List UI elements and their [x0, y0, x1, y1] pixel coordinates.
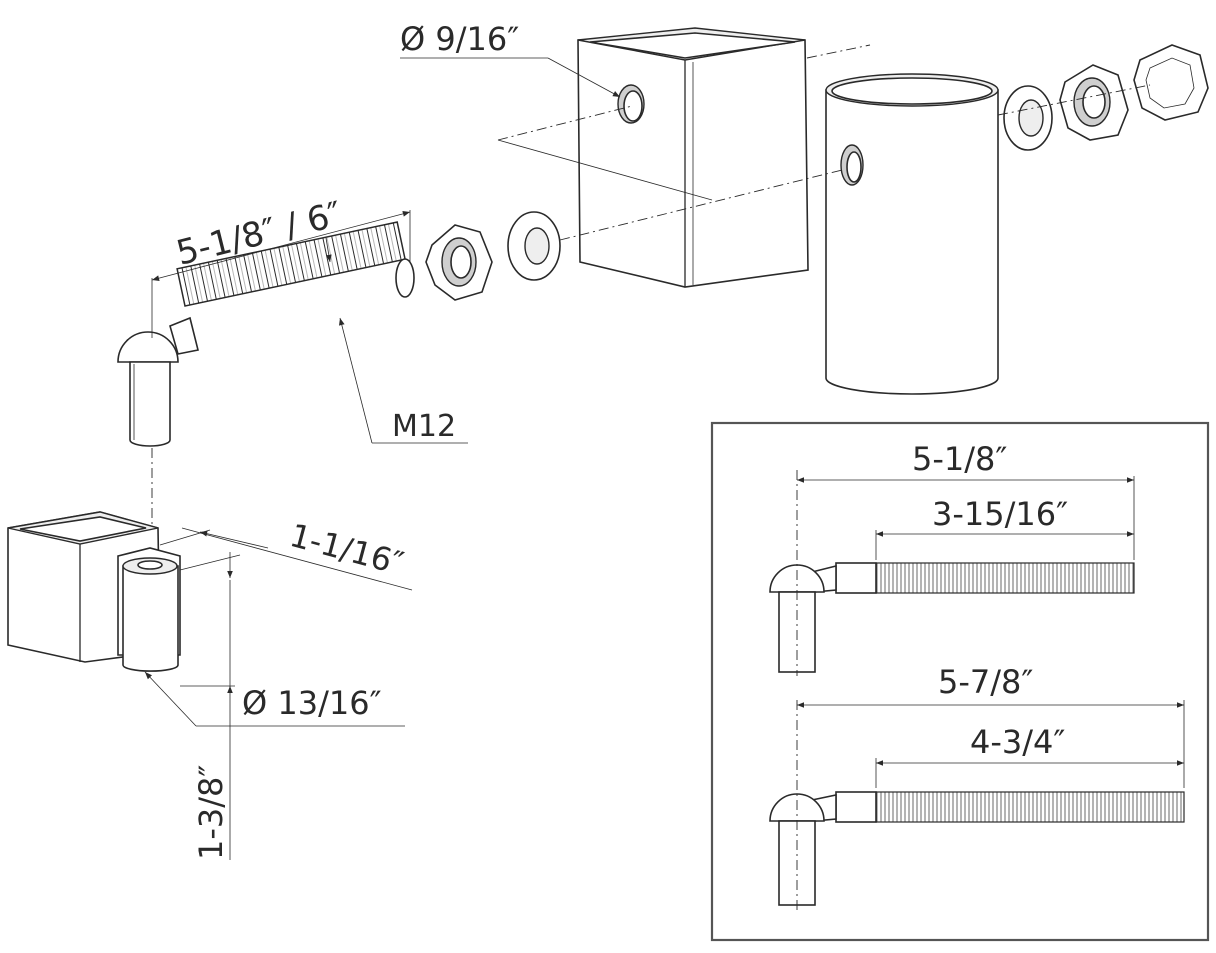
label-sleeve-diameter: Ø 13/16″: [242, 684, 382, 722]
hex-cap-nut: [1133, 44, 1209, 121]
square-tube-with-sleeve: [7, 511, 181, 672]
label-inset-bottom-thread: 4-3/4″: [970, 723, 1065, 761]
dimension-hole-diameter: Ø 9/16″: [400, 20, 621, 98]
label-pin-length: 1-3/8″: [192, 765, 230, 860]
label-inset-top-overall: 5-1/8″: [912, 440, 1007, 478]
dimension-sleeve-diameter: Ø 13/16″: [144, 671, 405, 727]
dimension-pin-length: 1-3/8″: [192, 580, 233, 860]
dimension-sleeve-height: 1-1/16″: [159, 516, 413, 591]
dimension-inset-bottom-overall: 5-7/8″: [797, 663, 1185, 788]
label-inset-top-thread: 3-15/16″: [932, 495, 1068, 533]
washer-left: [507, 211, 561, 281]
dimension-inset-top-overall: 5-1/8″: [797, 440, 1135, 560]
square-tube-upper: [577, 27, 809, 288]
inset-pin-short: [769, 470, 1135, 676]
label-inset-bottom-overall: 5-7/8″: [938, 663, 1033, 701]
dimension-thread-size: M12: [325, 237, 468, 444]
round-tube-upper: [825, 73, 999, 395]
label-hole-diameter: Ø 9/16″: [400, 20, 519, 58]
label-thread-size: M12: [392, 409, 456, 444]
washer-upper-right: [1003, 85, 1053, 151]
inset-pin-variants: 5-1/8″ 3-15/16″ 5-7/8″ 4-3/4″: [710, 421, 1210, 942]
dimension-inset-bottom-thread: 4-3/4″: [875, 723, 1184, 788]
hex-nut-upper-right: [1059, 64, 1129, 141]
dimension-inset-top-thread: 3-15/16″: [875, 495, 1134, 560]
inset-pin-long: [769, 700, 1185, 910]
hex-nut-left: [425, 224, 493, 301]
hinge-pin: [117, 221, 415, 447]
